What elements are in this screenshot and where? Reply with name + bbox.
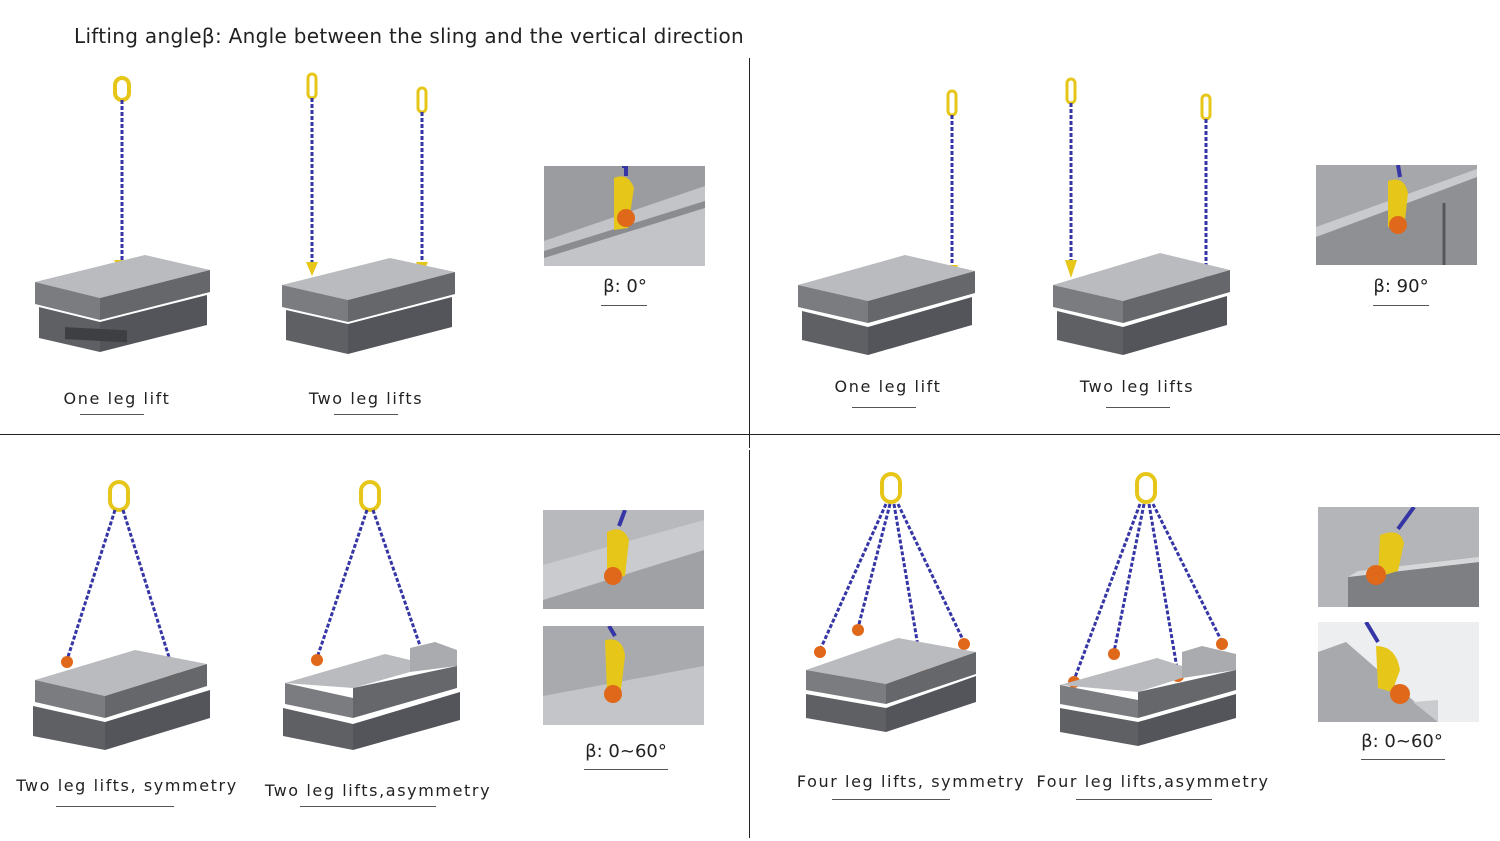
angle-label: β: 90° xyxy=(1373,276,1429,297)
ring-icon xyxy=(946,89,958,117)
caption-underline xyxy=(334,414,398,415)
angle-underline xyxy=(1361,759,1445,760)
one-leg-lift-90-illustration xyxy=(798,89,975,355)
ring-icon xyxy=(113,76,131,102)
caption-two-leg-symmetry: Two leg lifts, symmetry xyxy=(16,776,238,795)
angle-label: β: 0° xyxy=(603,276,647,297)
chain-leg xyxy=(1072,503,1142,681)
caption-one-leg-lift: One leg lift xyxy=(834,377,942,396)
two-leg-symmetry-illustration xyxy=(33,480,210,750)
chain-leg xyxy=(1112,503,1146,653)
ring-icon xyxy=(1200,93,1212,121)
clamp-photo-symmetry-bottom xyxy=(543,626,704,725)
angle-underline xyxy=(584,769,668,770)
clamp-photo-symmetry-top xyxy=(543,510,704,609)
caption-underline xyxy=(80,414,144,415)
chain-leg xyxy=(1147,503,1180,675)
angle-label: β: 0~60° xyxy=(1361,731,1443,752)
one-leg-lift-illustration xyxy=(35,76,210,352)
ring-icon xyxy=(359,480,381,512)
ring-icon xyxy=(880,472,902,504)
angle-underline xyxy=(601,305,647,306)
chain-leg xyxy=(315,509,369,659)
clamp-photo-four-leg-top xyxy=(1318,507,1479,607)
caption-four-leg-asymmetry: Four leg lifts,asymmetry xyxy=(1036,772,1270,791)
chain-leg xyxy=(121,509,175,671)
caption-underline xyxy=(1106,407,1170,408)
vertical-divider-top xyxy=(749,58,750,448)
two-leg-asymmetry-illustration xyxy=(283,480,460,750)
caption-underline xyxy=(852,407,916,408)
clamp-photo-four-leg-bottom xyxy=(1318,622,1479,722)
caption-underline xyxy=(1076,799,1212,800)
chain-leg xyxy=(371,509,427,661)
caption-two-leg-lifts: Two leg lifts xyxy=(1079,377,1195,396)
ring-icon xyxy=(1065,77,1077,105)
clamp-photo-90deg xyxy=(1316,165,1477,265)
chain-leg xyxy=(1151,503,1224,643)
vertical-divider-bottom xyxy=(749,450,750,838)
caption-two-leg-asymmetry: Two leg lifts,asymmetry xyxy=(264,781,492,800)
caption-one-leg-lift: One leg lift xyxy=(63,389,171,408)
two-leg-lifts-90-illustration xyxy=(1053,77,1230,355)
page-title: Lifting angleβ: Angle between the sling … xyxy=(74,24,744,48)
chain-leg xyxy=(896,503,966,643)
angle-label: β: 0~60° xyxy=(585,741,667,762)
angle-underline xyxy=(1373,305,1429,306)
horizontal-divider xyxy=(0,434,1500,435)
four-leg-symmetry-illustration xyxy=(806,472,976,732)
caption-underline xyxy=(300,806,436,807)
four-leg-asymmetry-illustration xyxy=(1060,472,1236,746)
caption-two-leg-lifts: Two leg lifts xyxy=(308,389,424,408)
caption-underline xyxy=(56,806,174,807)
chain-leg xyxy=(65,509,117,661)
caption-underline xyxy=(832,799,950,800)
caption-four-leg-symmetry: Four leg lifts, symmetry xyxy=(796,772,1026,791)
two-leg-lifts-illustration xyxy=(282,72,455,354)
ring-icon xyxy=(416,86,428,114)
chain-leg xyxy=(818,503,888,651)
clamp-photo-0deg xyxy=(544,166,705,266)
ring-icon xyxy=(306,72,318,100)
ring-icon xyxy=(1135,472,1157,504)
chain-leg xyxy=(856,503,892,629)
ring-icon xyxy=(108,480,130,512)
